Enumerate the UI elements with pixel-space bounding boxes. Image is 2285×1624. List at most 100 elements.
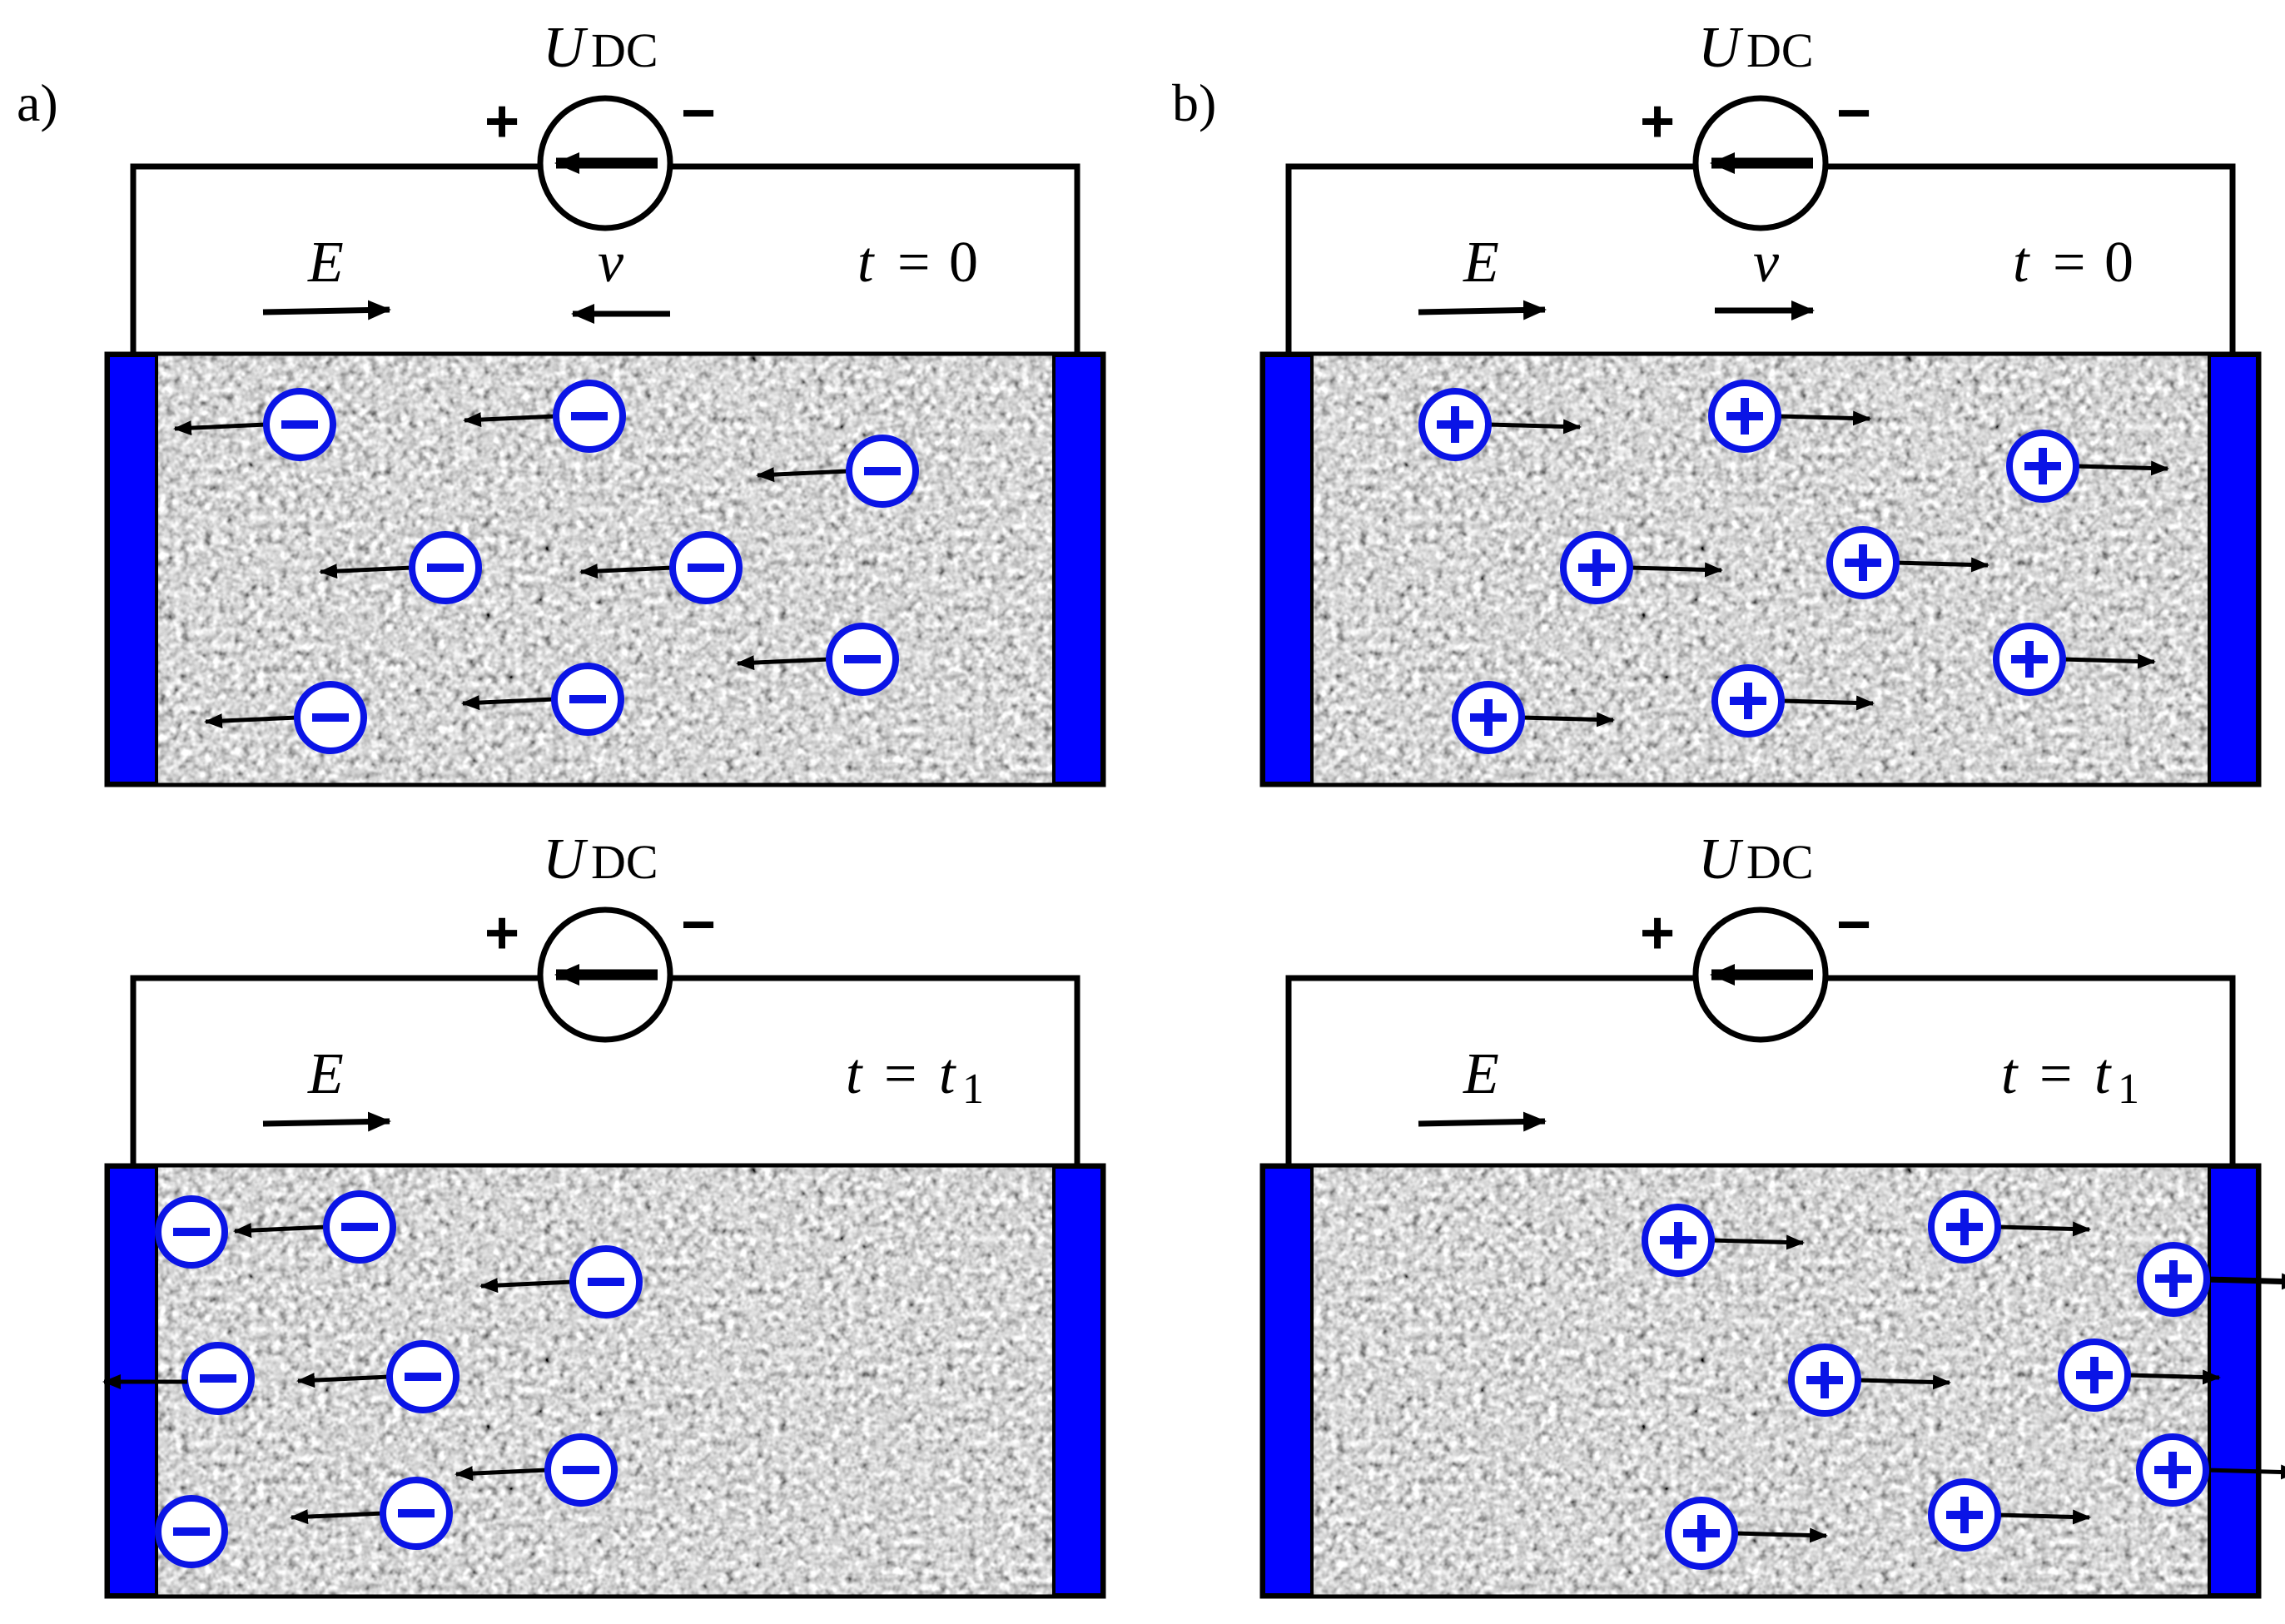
time-eq: = bbox=[2039, 1042, 2072, 1106]
minus-circle-icon bbox=[756, 435, 919, 508]
carrier-bar-vertical bbox=[1674, 1222, 1682, 1259]
time-value: t bbox=[2094, 1042, 2112, 1106]
drift-arrow bbox=[736, 655, 830, 671]
plus-circle-icon bbox=[1642, 1204, 1805, 1277]
field-label: E bbox=[1463, 1042, 1499, 1106]
plus-circle-icon bbox=[1788, 1343, 1951, 1417]
drift-arrow bbox=[2075, 460, 2169, 476]
plus-circle-icon bbox=[1665, 1497, 1828, 1570]
carrier-bar-vertical bbox=[1821, 1362, 1829, 1398]
plus-circle-icon bbox=[2136, 1433, 2285, 1507]
right-electrode bbox=[1052, 354, 1104, 785]
carrier-bar-vertical bbox=[2025, 641, 2034, 678]
carrier-bar-vertical bbox=[1451, 406, 1459, 443]
source-subscript: DC bbox=[591, 835, 658, 889]
minus-circle-icon bbox=[173, 388, 336, 461]
plus-circle-icon bbox=[2006, 430, 2169, 503]
time-eq: = bbox=[897, 231, 930, 295]
drift-arrow bbox=[2062, 653, 2156, 669]
minus-circle-icon bbox=[736, 623, 899, 696]
minus-circle-icon bbox=[155, 1195, 228, 1269]
carrier-bar-vertical bbox=[1741, 398, 1749, 435]
drift-arrow bbox=[1488, 419, 1582, 435]
carrier-bar bbox=[405, 1373, 441, 1381]
drift-arrow bbox=[204, 713, 298, 729]
time-var: t bbox=[2001, 1042, 2019, 1106]
time-eq: = bbox=[2053, 231, 2085, 295]
left-electrode bbox=[107, 354, 158, 785]
source-subscript: DC bbox=[591, 23, 658, 77]
drift-arrow bbox=[1781, 695, 1875, 711]
minus-circle-icon bbox=[479, 1245, 643, 1319]
dc-source-icon bbox=[537, 906, 673, 1043]
carrier-bar bbox=[200, 1374, 236, 1383]
field-label: E bbox=[307, 1042, 344, 1106]
carrier-bar bbox=[427, 564, 464, 572]
velocity-label: v bbox=[1753, 231, 1780, 295]
source-plus: + bbox=[484, 900, 519, 966]
carrier-bar-vertical bbox=[1744, 683, 1752, 719]
source-plus: + bbox=[1640, 900, 1675, 966]
drift-arrow bbox=[290, 1509, 384, 1525]
drift-arrow bbox=[1857, 1374, 1951, 1390]
plus-circle-icon bbox=[1452, 681, 1615, 754]
drift-arrow bbox=[233, 1223, 327, 1239]
source-symbol: U bbox=[543, 16, 589, 80]
source-minus: − bbox=[1836, 891, 1871, 958]
carrier-bar bbox=[173, 1527, 210, 1536]
plus-circle-icon bbox=[1826, 526, 1989, 599]
time-label: t=0 bbox=[857, 231, 978, 295]
minus-circle-icon bbox=[579, 531, 743, 604]
carrier-bar-vertical bbox=[2090, 1357, 2099, 1393]
panel-b-label: b) bbox=[1172, 73, 1216, 132]
plus-circle-icon bbox=[1928, 1478, 2091, 1552]
source-minus: − bbox=[681, 891, 716, 958]
drift-arrow bbox=[296, 1373, 390, 1388]
time-var: t bbox=[2013, 231, 2030, 295]
plus-circle-icon bbox=[1560, 531, 1723, 604]
carrier-bar bbox=[312, 713, 349, 722]
time-value: 0 bbox=[2104, 231, 2133, 295]
time-var: t bbox=[846, 1042, 863, 1106]
drift-arrow bbox=[1895, 557, 1989, 573]
arrow-right-icon bbox=[1418, 300, 1547, 320]
carrier-bar-vertical bbox=[1960, 1209, 1969, 1245]
time-var: t bbox=[857, 231, 875, 295]
minus-circle-icon bbox=[461, 663, 624, 736]
carrier-bar bbox=[571, 412, 608, 420]
carrier-bar-vertical bbox=[2169, 1260, 2178, 1297]
carrier-bar-vertical bbox=[2168, 1452, 2177, 1488]
drift-arrow bbox=[2206, 1273, 2285, 1289]
time-eq: = bbox=[884, 1042, 916, 1106]
drift-arrow bbox=[1777, 410, 1871, 426]
drift-arrow bbox=[319, 564, 413, 579]
carrier-bar-vertical bbox=[1859, 544, 1867, 581]
minus-circle-icon bbox=[319, 531, 482, 604]
drift-arrow bbox=[2127, 1369, 2221, 1385]
right-electrode bbox=[2208, 1165, 2259, 1597]
carrier-bar bbox=[341, 1223, 378, 1231]
panel-a-label: a) bbox=[17, 73, 58, 132]
source-minus: − bbox=[1836, 80, 1871, 147]
drift-arrow bbox=[1521, 712, 1615, 728]
minus-circle-icon bbox=[204, 681, 367, 754]
drift-arrow bbox=[1711, 1234, 1805, 1250]
arrow-right-icon bbox=[1418, 1111, 1547, 1132]
carrier-bar bbox=[281, 420, 318, 429]
drift-arrow bbox=[756, 467, 850, 483]
plus-circle-icon bbox=[1711, 664, 1875, 738]
plus-circle-icon bbox=[1708, 380, 1871, 453]
source-symbol: U bbox=[1698, 827, 1744, 891]
minus-circle-icon bbox=[463, 380, 626, 453]
carrier-bar bbox=[844, 655, 881, 663]
drift-arrow bbox=[1734, 1527, 1828, 1543]
drift-arrow bbox=[463, 412, 557, 428]
plus-circle-icon bbox=[1418, 388, 1582, 461]
field-label: E bbox=[1463, 231, 1499, 295]
drift-arrow bbox=[2205, 1464, 2285, 1480]
